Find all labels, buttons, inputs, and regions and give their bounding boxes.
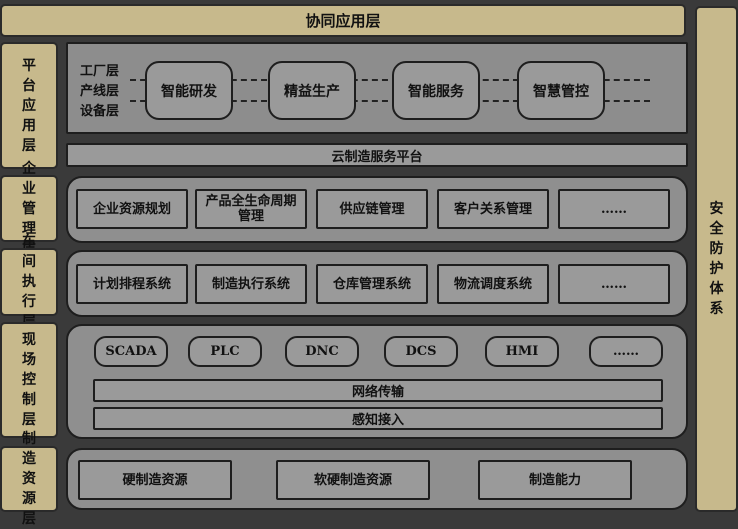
workshop-item-mes-label: 制造执行系统 [211,276,290,292]
app-smart-control-label: 智慧管控 [533,83,589,100]
enterprise-item-crm: 客户关系管理 [437,189,549,229]
workshop-item-scheduling: 计划排程系统 [76,264,188,304]
sublayer-line: 产线层 [80,84,120,99]
workshop-layer-label-box: 车间执行层 [0,234,58,330]
sublayer-equipment: 设备层 [80,104,120,119]
field-item-scada-label: SCADA [105,344,157,359]
sensing-access-label: 感知接入 [351,413,404,428]
resource-item-soft-hard-label: 软硬制造资源 [313,472,392,488]
security-label: 安全防护体系 [709,201,724,317]
enterprise-item-more-label: …… [601,201,627,217]
enterprise-item-scm: 供应链管理 [316,189,428,229]
workshop-item-mes: 制造执行系统 [195,264,307,304]
dash-line-top [130,79,650,81]
workshop-item-wms-label: 仓库管理系统 [332,276,411,292]
sublayer-factory: 工厂层 [80,64,120,79]
collab-layer-banner: 协同应用层 [0,4,686,37]
workshop-item-wms: 仓库管理系统 [316,264,428,304]
resource-item-capability: 制造能力 [478,460,632,500]
field-item-plc: PLC [188,336,262,367]
app-smart-service: 智能服务 [392,61,480,120]
workshop-item-logistics-label: 物流调度系统 [453,276,532,292]
workshop-layer-label: 车间执行层 [22,234,36,330]
dash-line-bottom [130,100,650,102]
field-item-hmi: HMI [485,336,559,367]
app-smart-rd: 智能研发 [145,61,233,120]
field-item-more: …… [589,336,663,367]
enterprise-item-plm: 产品全生命周期管理 [195,189,307,229]
resource-layer-label: 制造资源层 [22,431,36,527]
security-column: 安全防护体系 [695,6,738,512]
enterprise-item-more: …… [558,189,670,229]
resource-item-hard-label: 硬制造资源 [122,472,188,488]
field-item-dcs-label: DCS [405,344,437,359]
workshop-item-scheduling-label: 计划排程系统 [92,276,171,292]
enterprise-item-crm-label: 客户关系管理 [453,201,532,217]
field-item-hmi-label: HMI [505,344,539,359]
field-item-more-label: …… [613,344,639,359]
app-smart-service-label: 智能服务 [408,83,464,100]
field-layer-label: 现场控制层 [22,332,36,428]
enterprise-item-plm-label: 产品全生命周期管理 [205,194,297,224]
network-transmission-bar: 网络传输 [93,379,663,402]
enterprise-item-scm-label: 供应链管理 [339,201,405,217]
network-transmission-label: 网络传输 [351,385,404,400]
workshop-item-more: …… [558,264,670,304]
collab-layer-title: 协同应用层 [305,12,381,30]
cloud-platform-bar: 云制造服务平台 [66,143,688,167]
resource-item-soft-hard: 软硬制造资源 [276,460,430,500]
resource-layer-label-box: 制造资源层 [0,431,58,527]
field-item-plc-label: PLC [210,344,240,359]
cloud-platform-label: 云制造服务平台 [331,149,423,165]
field-item-dnc: DNC [285,336,359,367]
resource-item-capability-label: 制造能力 [528,472,581,488]
workshop-item-logistics: 物流调度系统 [437,264,549,304]
platform-layer-label: 平台应用层 [22,57,36,154]
app-smart-rd-label: 智能研发 [161,83,217,100]
resource-item-hard: 硬制造资源 [78,460,232,500]
field-item-scada: SCADA [94,336,168,367]
workshop-item-more-label: …… [601,276,627,292]
app-lean-production: 精益生产 [268,61,356,120]
field-layer-label-box: 现场控制层 [0,322,58,438]
field-item-dcs: DCS [384,336,458,367]
sensing-access-bar: 感知接入 [93,407,663,430]
field-item-dnc-label: DNC [305,344,339,359]
app-lean-production-label: 精益生产 [284,83,340,100]
platform-layer-label-box: 平台应用层 [0,42,58,169]
enterprise-item-erp-label: 企业资源规划 [92,201,171,217]
app-smart-control: 智慧管控 [517,61,605,120]
enterprise-item-erp: 企业资源规划 [76,189,188,229]
